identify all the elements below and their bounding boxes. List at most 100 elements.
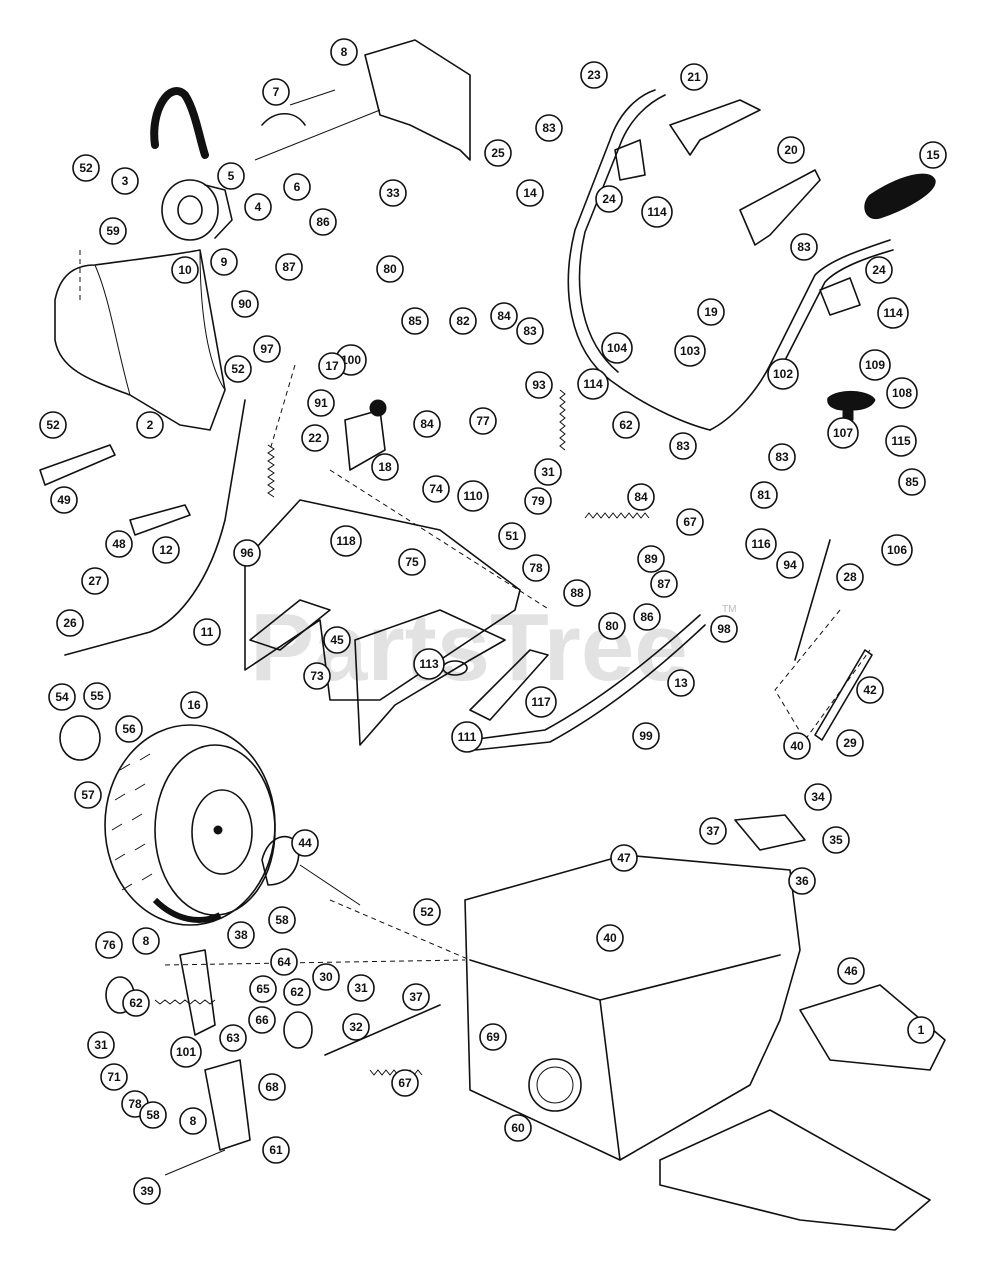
callout-114: 114	[641, 196, 673, 228]
callout-label: 58	[275, 913, 289, 927]
callout-circle	[330, 525, 362, 557]
callout-label: 62	[619, 418, 633, 432]
callout-circle	[115, 715, 143, 743]
callout-label: 52	[231, 362, 245, 376]
callout-34: 34	[804, 783, 832, 811]
callout-circle	[469, 407, 497, 435]
callout-label: 33	[386, 186, 400, 200]
callout-label: 49	[57, 493, 71, 507]
callout-label: 10	[178, 263, 192, 277]
callout-54: 54	[48, 683, 76, 711]
callout-label: 78	[529, 561, 543, 575]
spring-96	[267, 444, 275, 498]
callout-110: 110	[457, 480, 489, 512]
callout-circle	[413, 648, 445, 680]
callout-circle	[312, 963, 340, 991]
handle-bar-19	[709, 239, 891, 431]
callout-label: 79	[531, 494, 545, 508]
callout-circle	[596, 924, 624, 952]
callout-label: 36	[795, 874, 809, 888]
callout-31: 31	[347, 974, 375, 1002]
callout-label: 83	[676, 439, 690, 453]
callout-label: 1	[918, 1023, 925, 1037]
callout-23: 23	[580, 61, 608, 89]
callout-circle	[217, 162, 245, 190]
callout-label: 17	[325, 359, 339, 373]
callout-label: 19	[704, 305, 718, 319]
callout-label: 78	[128, 1097, 142, 1111]
callout-label: 109	[865, 358, 885, 372]
callout-3: 3	[111, 167, 139, 195]
callout-label: 85	[905, 475, 919, 489]
callout-116: 116	[745, 528, 777, 560]
callout-94: 94	[776, 551, 804, 579]
callout-84: 84	[413, 410, 441, 438]
callout-circle	[376, 255, 404, 283]
callout-circle	[56, 609, 84, 637]
callout-label: 56	[122, 722, 136, 736]
callout-label: 55	[90, 689, 104, 703]
callout-circle	[81, 567, 109, 595]
callout-circle	[330, 38, 358, 66]
callout-label: 101	[176, 1045, 196, 1059]
callout-label: 75	[405, 555, 419, 569]
callout-label: 7	[273, 85, 280, 99]
callout-circle	[632, 722, 660, 750]
bracket-111	[469, 649, 549, 721]
callout-label: 3	[122, 174, 129, 188]
callout-83: 83	[535, 114, 563, 142]
callout-label: 114	[583, 377, 603, 391]
callout-37: 37	[402, 983, 430, 1011]
callout-67: 67	[676, 508, 704, 536]
callout-35: 35	[822, 826, 850, 854]
callout-circle	[231, 290, 259, 318]
wheel-16	[104, 724, 276, 926]
callout-circle	[152, 536, 180, 564]
skid-plate	[659, 1109, 931, 1231]
callout-60: 60	[504, 1114, 532, 1142]
callout-label: 81	[757, 488, 771, 502]
callout-label: 32	[349, 1020, 363, 1034]
callout-84: 84	[490, 302, 518, 330]
chassis-47	[464, 854, 801, 1161]
callout-label: 6	[294, 180, 301, 194]
callout-circle	[139, 1101, 167, 1129]
callout-circle	[136, 411, 164, 439]
callout-circle	[371, 453, 399, 481]
callout-label: 113	[419, 657, 439, 671]
callout-16: 16	[180, 691, 208, 719]
callout-12: 12	[152, 536, 180, 564]
callout-36: 36	[788, 867, 816, 895]
bracket-48	[129, 504, 191, 536]
callout-circle	[323, 626, 351, 654]
callout-circle	[457, 480, 489, 512]
grip-15	[864, 173, 936, 220]
callout-89: 89	[637, 545, 665, 573]
callout-label: 88	[570, 586, 584, 600]
callout-label: 40	[790, 739, 804, 753]
callout-circle	[516, 317, 544, 345]
callout-circle	[83, 682, 111, 710]
callout-label: 63	[226, 1031, 240, 1045]
callout-24: 24	[595, 185, 623, 213]
callout-88: 88	[563, 579, 591, 607]
callout-circle	[253, 335, 281, 363]
callout-label: 18	[378, 460, 392, 474]
callout-19: 19	[697, 298, 725, 326]
callout-label: 15	[926, 148, 940, 162]
callout-circle	[484, 139, 512, 167]
callout-circle	[413, 898, 441, 926]
callout-label: 107	[833, 426, 853, 440]
callout-circle	[504, 1114, 532, 1142]
callout-circle	[525, 686, 557, 718]
callout-circle	[524, 487, 552, 515]
callout-label: 52	[79, 161, 93, 175]
callout-circle	[697, 298, 725, 326]
callout-label: 47	[617, 851, 631, 865]
callout-circle	[193, 618, 221, 646]
callout-99: 99	[632, 722, 660, 750]
callout-circle	[100, 1063, 128, 1091]
callout-74: 74	[422, 475, 450, 503]
callout-label: 90	[238, 297, 252, 311]
callout-circle	[171, 256, 199, 284]
